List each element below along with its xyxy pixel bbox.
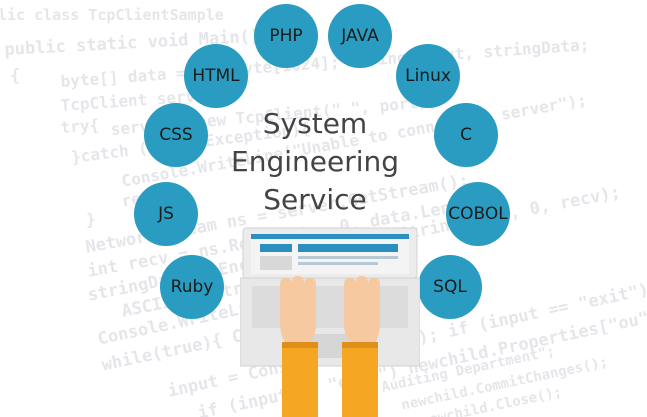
screen-header-bar <box>251 234 409 239</box>
left-hand <box>280 276 316 344</box>
language-bubble-php: PHP <box>254 4 318 68</box>
screen-text-line <box>298 256 398 259</box>
language-bubble-java: JAVA <box>328 4 392 68</box>
language-bubble-c: C <box>434 103 498 167</box>
code-line: } <box>86 210 96 229</box>
language-bubble-cobol: COBOL <box>446 182 510 246</box>
language-bubble-js: JS <box>134 182 198 246</box>
right-sleeve <box>342 342 378 417</box>
page-title: System Engineering Service <box>215 105 415 219</box>
language-bubble-linux: Linux <box>396 44 460 108</box>
language-bubble-css: CSS <box>144 103 208 167</box>
screen-block <box>298 244 398 252</box>
title-line-system: System <box>262 107 368 140</box>
left-sleeve <box>282 342 318 417</box>
screen-text-line <box>298 262 378 265</box>
code-line: try{ <box>60 115 100 137</box>
left-cuff <box>282 342 318 348</box>
right-cuff <box>342 342 378 348</box>
language-bubble-sql: SQL <box>418 255 482 319</box>
code-line: { <box>10 66 21 86</box>
title-line-service: Service <box>263 183 367 216</box>
code-line: lic class TcpClientSample <box>0 6 224 24</box>
laptop-keyboard <box>252 286 408 328</box>
language-bubble-html: HTML <box>184 44 248 108</box>
screen-block <box>260 244 292 252</box>
language-bubble-ruby: Ruby <box>160 255 224 319</box>
right-hand <box>344 276 380 344</box>
screen-image <box>260 256 292 270</box>
title-line-engineering: Engineering <box>231 145 399 178</box>
laptop-illustration <box>240 227 420 417</box>
